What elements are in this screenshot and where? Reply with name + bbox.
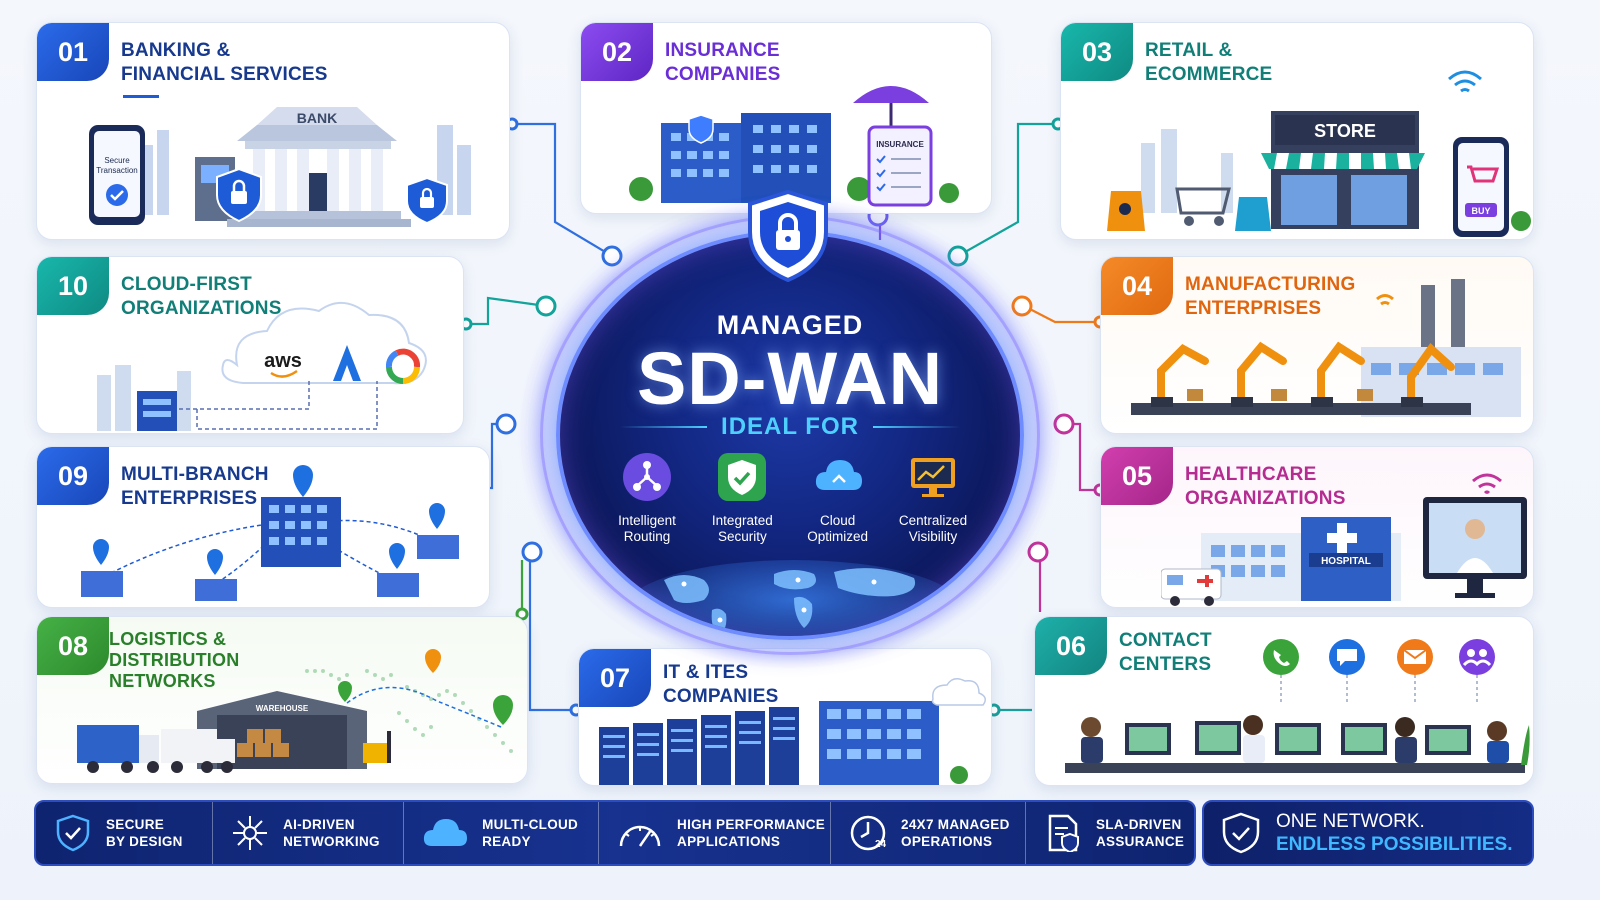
shield-check-icon (1222, 812, 1260, 854)
store-sign: STORE (1314, 121, 1376, 141)
card-number: 04 (1101, 257, 1173, 315)
clipboard-label: INSURANCE (876, 140, 924, 149)
tagline-line-2: ENDLESS POSSIBILITIES. (1276, 834, 1513, 855)
card-banking: 01 BANKING &FINANCIAL SERVICES Secure Tr… (36, 22, 510, 240)
hub-ideal-row: IDEAL FOR (620, 412, 960, 442)
datacenter-illustration (599, 678, 986, 785)
shield-icon (56, 814, 90, 852)
card-number: 09 (37, 447, 109, 505)
card-title: BANKING &FINANCIAL SERVICES (121, 40, 328, 85)
warehouse-sign: WAREHOUSE (256, 704, 309, 713)
aws-logo: aws (264, 350, 302, 372)
svg-text:24: 24 (875, 839, 887, 850)
title-underline (123, 95, 159, 98)
phone-icon (1263, 639, 1299, 675)
hub-ideal-for-text: IDEAL FOR (721, 413, 859, 440)
phone-text-1: Secure (104, 156, 130, 165)
card-number: 02 (581, 23, 653, 81)
card-number: 05 (1101, 447, 1173, 505)
cloud-icon (815, 460, 862, 490)
security-shield-icon (718, 453, 767, 501)
hub-managed-text: MANAGED (716, 310, 864, 340)
card-number: 10 (37, 257, 109, 315)
tagline-line-1: ONE NETWORK. (1276, 811, 1425, 832)
card-retail: 03 RETAIL &ECOMMERCE STORE BUY (1060, 22, 1534, 240)
tagline-panel: ONE NETWORK. ENDLESS POSSIBILITIES. (1202, 800, 1534, 866)
card-number: 06 (1035, 617, 1107, 675)
cloud-icon (423, 819, 468, 846)
retail-illustration: STORE BUY (1107, 70, 1531, 237)
factory-illustration (1131, 279, 1521, 417)
hospital-illustration: HOSPITAL (1161, 473, 1527, 606)
contact-center-illustration (1065, 639, 1530, 773)
card-number: 08 (37, 617, 109, 675)
routing-icon (623, 453, 671, 501)
hospital-sign: HOSPITAL (1321, 556, 1371, 567)
card-title: RETAIL &ECOMMERCE (1145, 40, 1273, 85)
card-number: 01 (37, 23, 109, 81)
ai-network-icon (233, 816, 268, 850)
speedometer-icon (619, 825, 661, 847)
team-icon (1459, 639, 1495, 675)
hub-sdwan-title: SD-WAN (636, 337, 944, 420)
bank-illustration: Secure Transaction BANK (89, 107, 471, 227)
world-map-glow (624, 560, 964, 636)
buy-button-label: BUY (1471, 206, 1490, 216)
document-shield-icon (1048, 814, 1079, 852)
cloud-illustration: aws (97, 302, 427, 431)
card-number: 03 (1061, 23, 1133, 81)
google-cloud-logo (385, 348, 421, 384)
monitor-chart-icon (910, 458, 955, 497)
bank-sign: BANK (297, 110, 337, 126)
card-number: 07 (579, 649, 651, 707)
insurance-illustration: INSURANCE (629, 86, 959, 207)
azure-logo (333, 345, 361, 381)
phone-text-2: Transaction (96, 166, 138, 175)
lock-shield-icon (748, 189, 828, 283)
logistics-illustration: WAREHOUSE (77, 649, 513, 773)
branch-network-illustration (81, 465, 459, 601)
clock-24-icon: 24 (850, 815, 887, 851)
